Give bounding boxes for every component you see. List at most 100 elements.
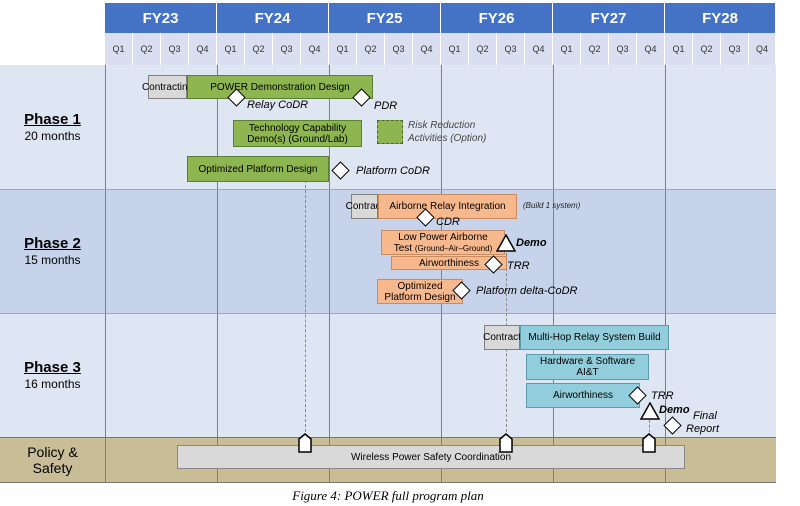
phase-2-label: Phase 2 15 months: [0, 189, 105, 313]
fy-header-fy26: FY26: [441, 3, 553, 33]
demo-triangle-icon-phase-3: [640, 402, 660, 420]
risk-reduction-note: Risk Reduction Activities (Option): [408, 119, 486, 145]
quarter-header: Q2: [357, 33, 385, 65]
quarter-header: Q1: [665, 33, 693, 65]
power-demo-design-bar: POWER Demonstration Design: [187, 75, 373, 99]
quarter-header: Q4: [301, 33, 329, 65]
phase-name: Phase 3: [24, 359, 81, 376]
trr-label-phase-2: TRR: [507, 260, 530, 272]
bar-line: Low Power Airborne: [398, 231, 488, 243]
platform-delta-codr-label: Platform delta-CoDR: [476, 285, 578, 297]
quarter-header: Q3: [385, 33, 413, 65]
figure-caption: Figure 4: POWER full program plan: [292, 488, 484, 503]
fy-divider: [553, 65, 554, 482]
fy-header-fy25: FY25: [329, 3, 441, 33]
label-line: Report: [686, 423, 720, 435]
policy-checkpoint-icon: [298, 433, 312, 453]
quarter-header: Q1: [217, 33, 245, 65]
quarter-header: Q4: [525, 33, 553, 65]
row-divider: [0, 313, 776, 314]
demo-label-phase-3: Demo: [659, 404, 690, 416]
relay-codr-label: Relay CoDR: [247, 99, 309, 111]
fy-divider: [105, 65, 106, 482]
dependency-dashed-line: [305, 175, 306, 437]
quarter-header: Q2: [245, 33, 273, 65]
quarter-header: Q3: [721, 33, 749, 65]
quarter-header: Q2: [133, 33, 161, 65]
phase-name: Phase 2: [24, 235, 81, 252]
contract-bar-phase-2: Contract: [346, 194, 383, 219]
quarter-header: Q2: [469, 33, 497, 65]
airborne-relay-integration-bar: Airborne Relay Integration: [378, 194, 517, 219]
quarter-header: Q1: [553, 33, 581, 65]
fy-header-fy24: FY24: [217, 3, 329, 33]
tech-capability-bar: Technology Capability Demo(s) (Ground/La…: [233, 120, 362, 147]
fy-divider: [217, 65, 218, 482]
phase-3-label: Phase 3 16 months: [0, 313, 105, 437]
fy-header-fy28: FY28: [665, 3, 776, 33]
quarter-header: Q4: [189, 33, 217, 65]
pdr-label: PDR: [374, 100, 398, 112]
contracting-bar: Contracting: [142, 75, 193, 99]
bar-line: Hardware & Software: [539, 356, 636, 367]
row-divider: [0, 437, 776, 438]
bar-line: AI&T: [576, 367, 599, 378]
phase-name: Phase 1: [24, 111, 81, 128]
airworthiness-bar-phase-3: Airworthiness: [526, 383, 640, 408]
bar-line: Technology Capability: [248, 122, 347, 134]
bar-line-part: Test: [393, 242, 415, 254]
quarter-header: Q2: [581, 33, 609, 65]
quarter-header: Q4: [637, 33, 665, 65]
bar-line-part-small: (Ground–Air–Ground): [414, 243, 493, 253]
fy-divider: [665, 65, 666, 482]
phase-duration: 20 months: [24, 129, 81, 143]
row-divider: [0, 482, 776, 483]
note-line: Risk Reduction: [408, 120, 476, 131]
fy-header-fy23: FY23: [105, 3, 217, 33]
policy-checkpoint-icon: [499, 433, 513, 453]
bar-line: Test (Ground–Air–Ground): [394, 243, 493, 254]
row-divider: [0, 189, 776, 190]
demo-label-phase-2: Demo: [516, 237, 547, 249]
hardware-software-ait-bar: Hardware & Software AI&T: [526, 354, 649, 380]
quarter-header: Q1: [441, 33, 469, 65]
cdr-label: CDR: [436, 216, 460, 228]
quarter-header: Q4: [413, 33, 441, 65]
wireless-power-safety-bar: Wireless Power Safety Coordination: [177, 445, 685, 469]
label-line: Final: [693, 410, 717, 422]
fy-divider: [329, 65, 330, 482]
quarter-header: Q3: [273, 33, 301, 65]
policy-label-line: Policy &: [27, 443, 78, 460]
low-power-airborne-test-bar: Low Power Airborne Test (Ground–Air–Grou…: [381, 230, 505, 255]
policy-label-line: Safety: [32, 459, 73, 476]
contract-bar-phase-3: Contract: [483, 325, 521, 350]
build-1-system-note: (Build 1 system): [523, 201, 581, 210]
quarter-header: Q3: [609, 33, 637, 65]
dependency-dashed-line: [649, 420, 650, 437]
quarter-header: Q4: [749, 33, 776, 65]
policy-safety-label: Policy & Safety: [0, 437, 105, 482]
quarter-header: Q1: [329, 33, 357, 65]
policy-checkpoint-icon: [642, 433, 656, 453]
trr-label-phase-3: TRR: [651, 390, 674, 402]
airworthiness-bar-phase-2: Airworthiness: [391, 256, 507, 270]
phase-duration: 16 months: [24, 377, 81, 391]
quarter-header: Q2: [693, 33, 721, 65]
multi-hop-relay-build-bar: Multi-Hop Relay System Build: [520, 325, 669, 350]
bar-line: Platform Design: [384, 291, 456, 303]
quarter-header: Q1: [105, 33, 133, 65]
optimized-platform-design-bar-phase-2: Optimized Platform Design: [377, 279, 463, 304]
platform-codr-label: Platform CoDR: [356, 165, 430, 177]
fy-divider: [441, 65, 442, 482]
phase-1-label: Phase 1 20 months: [0, 65, 105, 189]
phase-duration: 15 months: [24, 253, 81, 267]
fy-header-fy27: FY27: [553, 3, 665, 33]
quarter-header: Q3: [161, 33, 189, 65]
quarter-header: Q3: [497, 33, 525, 65]
note-line: Activities (Option): [408, 133, 487, 144]
final-report-label: Final Report: [686, 410, 719, 436]
optimized-platform-design-bar: Optimized Platform Design: [187, 156, 329, 182]
bar-line: Demo(s) (Ground/Lab): [247, 133, 348, 145]
header-corner: [0, 0, 105, 33]
risk-reduction-legend-box: [377, 120, 403, 144]
